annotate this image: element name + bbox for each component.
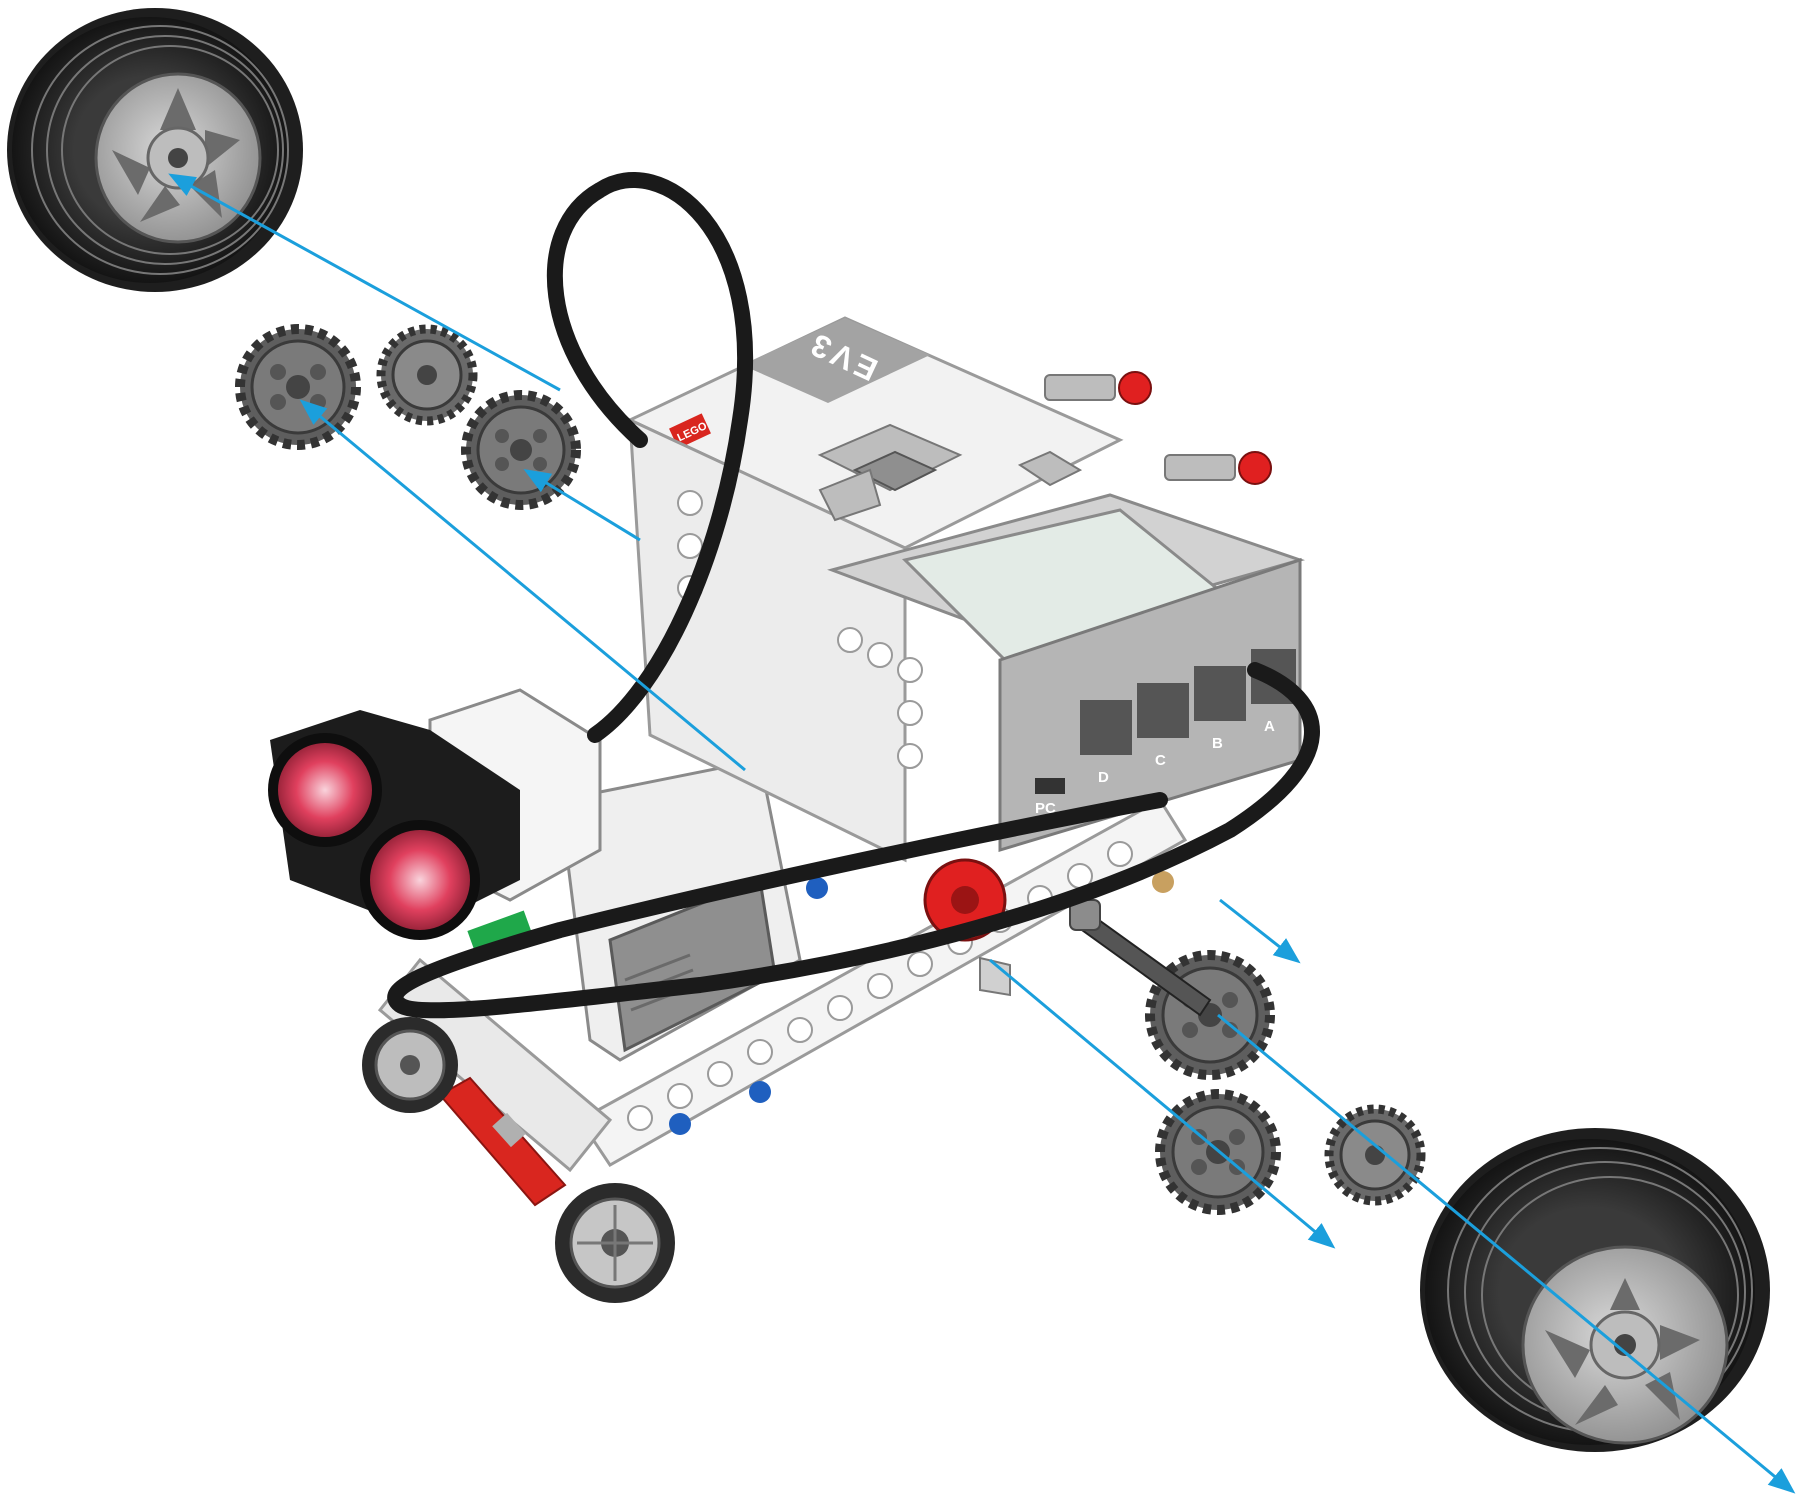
gear-bottom-small	[1324, 1104, 1426, 1206]
ultrasonic-sensor	[268, 688, 602, 956]
svg-text:D: D	[1098, 769, 1109, 786]
arrow-gear-top-middle	[523, 468, 641, 542]
cable	[387, 172, 1320, 1019]
blue-pin	[806, 877, 828, 899]
green-connector	[467, 910, 533, 956]
arrow-gear-bottom-lower	[989, 958, 1336, 1249]
gear-top-middle	[461, 390, 581, 510]
arrow-wheel-top	[168, 173, 561, 392]
arrow-gear-top-left	[299, 399, 746, 772]
red-axle-joint	[438, 1076, 567, 1207]
ev3-brick: EV3 LEGO D C	[626, 316, 1306, 863]
sensor-eye-left	[268, 733, 382, 847]
pc-port	[1035, 778, 1065, 794]
blue-pin	[669, 1113, 691, 1135]
wheel-bottom-right	[1420, 1128, 1770, 1452]
brick-buttons	[817, 423, 1083, 522]
sensor-eye-right	[360, 820, 480, 940]
caster-wheel-back	[362, 1017, 458, 1113]
port-c: C	[1137, 683, 1189, 769]
blue-pin	[749, 1081, 771, 1103]
wheel-top-left	[7, 8, 303, 292]
gear-top-left	[235, 324, 361, 450]
red-connectors	[1044, 371, 1272, 485]
port-d: D	[1080, 700, 1132, 786]
svg-text:A: A	[1264, 718, 1275, 735]
pc-label: PC	[1035, 800, 1056, 817]
arrow-wheel-bottom	[1217, 1013, 1796, 1494]
svg-text:B: B	[1212, 735, 1223, 752]
axle	[979, 899, 1212, 1017]
port-b: B	[1194, 666, 1246, 752]
gear-top-small	[376, 324, 478, 426]
assembly-arrows	[168, 173, 1796, 1494]
arrow-right-shift	[1219, 898, 1301, 964]
tan-pin	[1152, 871, 1174, 893]
svg-text:C: C	[1155, 752, 1166, 769]
caster-wheel-front	[555, 1183, 675, 1303]
